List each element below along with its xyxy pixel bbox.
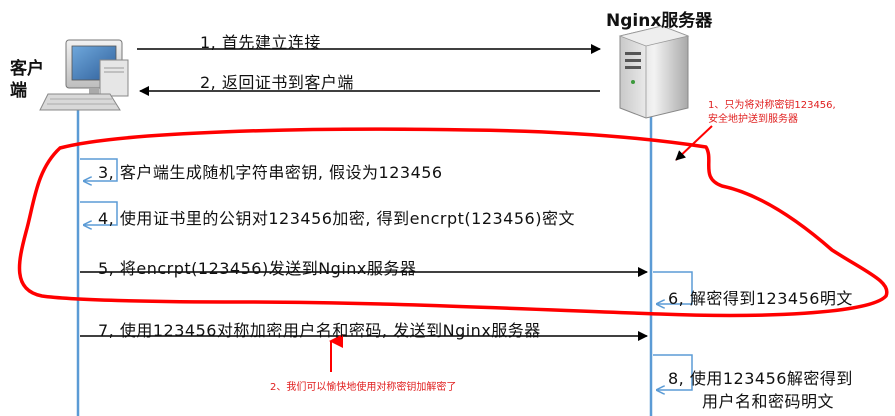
step-2-label: 2, 返回证书到客户端 — [200, 73, 354, 92]
step-8-label-line1: 8, 使用123456解密得到 — [668, 369, 853, 388]
highlight-loop — [17, 127, 889, 318]
step-5-label: 5, 将encrpt(123456)发送到Nginx服务器 — [98, 259, 417, 278]
step-4-arrow — [80, 201, 118, 225]
note-1-line-2: 安全地护送到服务器 — [708, 114, 798, 125]
server-label: Nginx服务器 — [606, 11, 713, 31]
step-6-label: 6, 解密得到123456明文 — [668, 289, 853, 308]
step-8-arrow — [653, 354, 693, 390]
step-8-label-line2: 用户名和密码明文 — [702, 392, 835, 411]
note-1-pointer — [675, 125, 713, 161]
server-tower-icon — [618, 25, 690, 119]
note-1-line-1: 1、只为将对称密钥123456, — [708, 100, 836, 111]
step-3-label: 3, 客户端生成随机字符串密钥, 假设为123456 — [98, 163, 443, 182]
step-3-arrow — [80, 158, 118, 181]
step-4-label: 4, 使用证书里的公钥对123456加密, 得到encrpt(123456)密文 — [98, 209, 575, 228]
note-2: 2、我们可以愉快地使用对称密钥加解密了 — [270, 382, 457, 393]
step-7-label: 7, 使用123456对称加密用户名和密码, 发送到Nginx服务器 — [98, 321, 541, 340]
step-1-label: 1, 首先建立连接 — [200, 33, 321, 52]
step-6-arrow — [653, 271, 693, 304]
client-label: 客户端 — [10, 59, 44, 101]
desktop-computer-icon — [39, 39, 129, 111]
